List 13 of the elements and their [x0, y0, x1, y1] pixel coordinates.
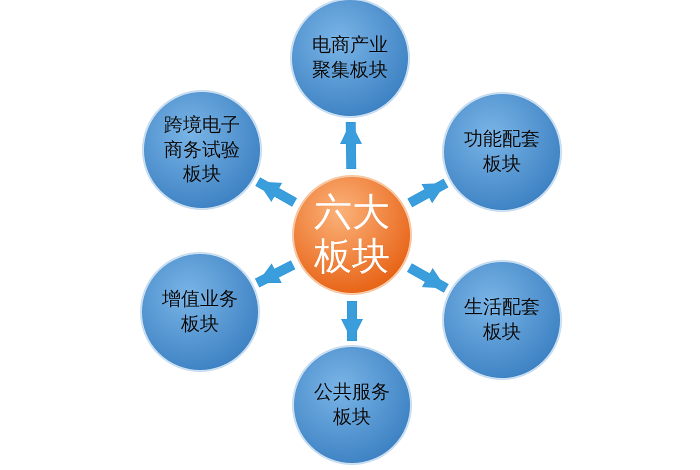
module-label: 增值业务板块 — [161, 287, 239, 337]
arrow — [341, 301, 363, 341]
arrow — [255, 177, 298, 207]
module-label: 生活配套板块 — [463, 295, 541, 345]
module-label: 功能配套板块 — [463, 127, 541, 177]
module-label: 跨境电子商务试验板块 — [163, 112, 241, 188]
arrow — [340, 122, 362, 170]
arrow — [406, 263, 449, 293]
arrow — [254, 260, 296, 288]
module-label: 公共服务板块 — [313, 380, 391, 430]
arrow — [407, 178, 448, 208]
center-label: 六大板块 — [313, 191, 391, 279]
module-label: 电商产业聚集板块 — [311, 33, 389, 83]
